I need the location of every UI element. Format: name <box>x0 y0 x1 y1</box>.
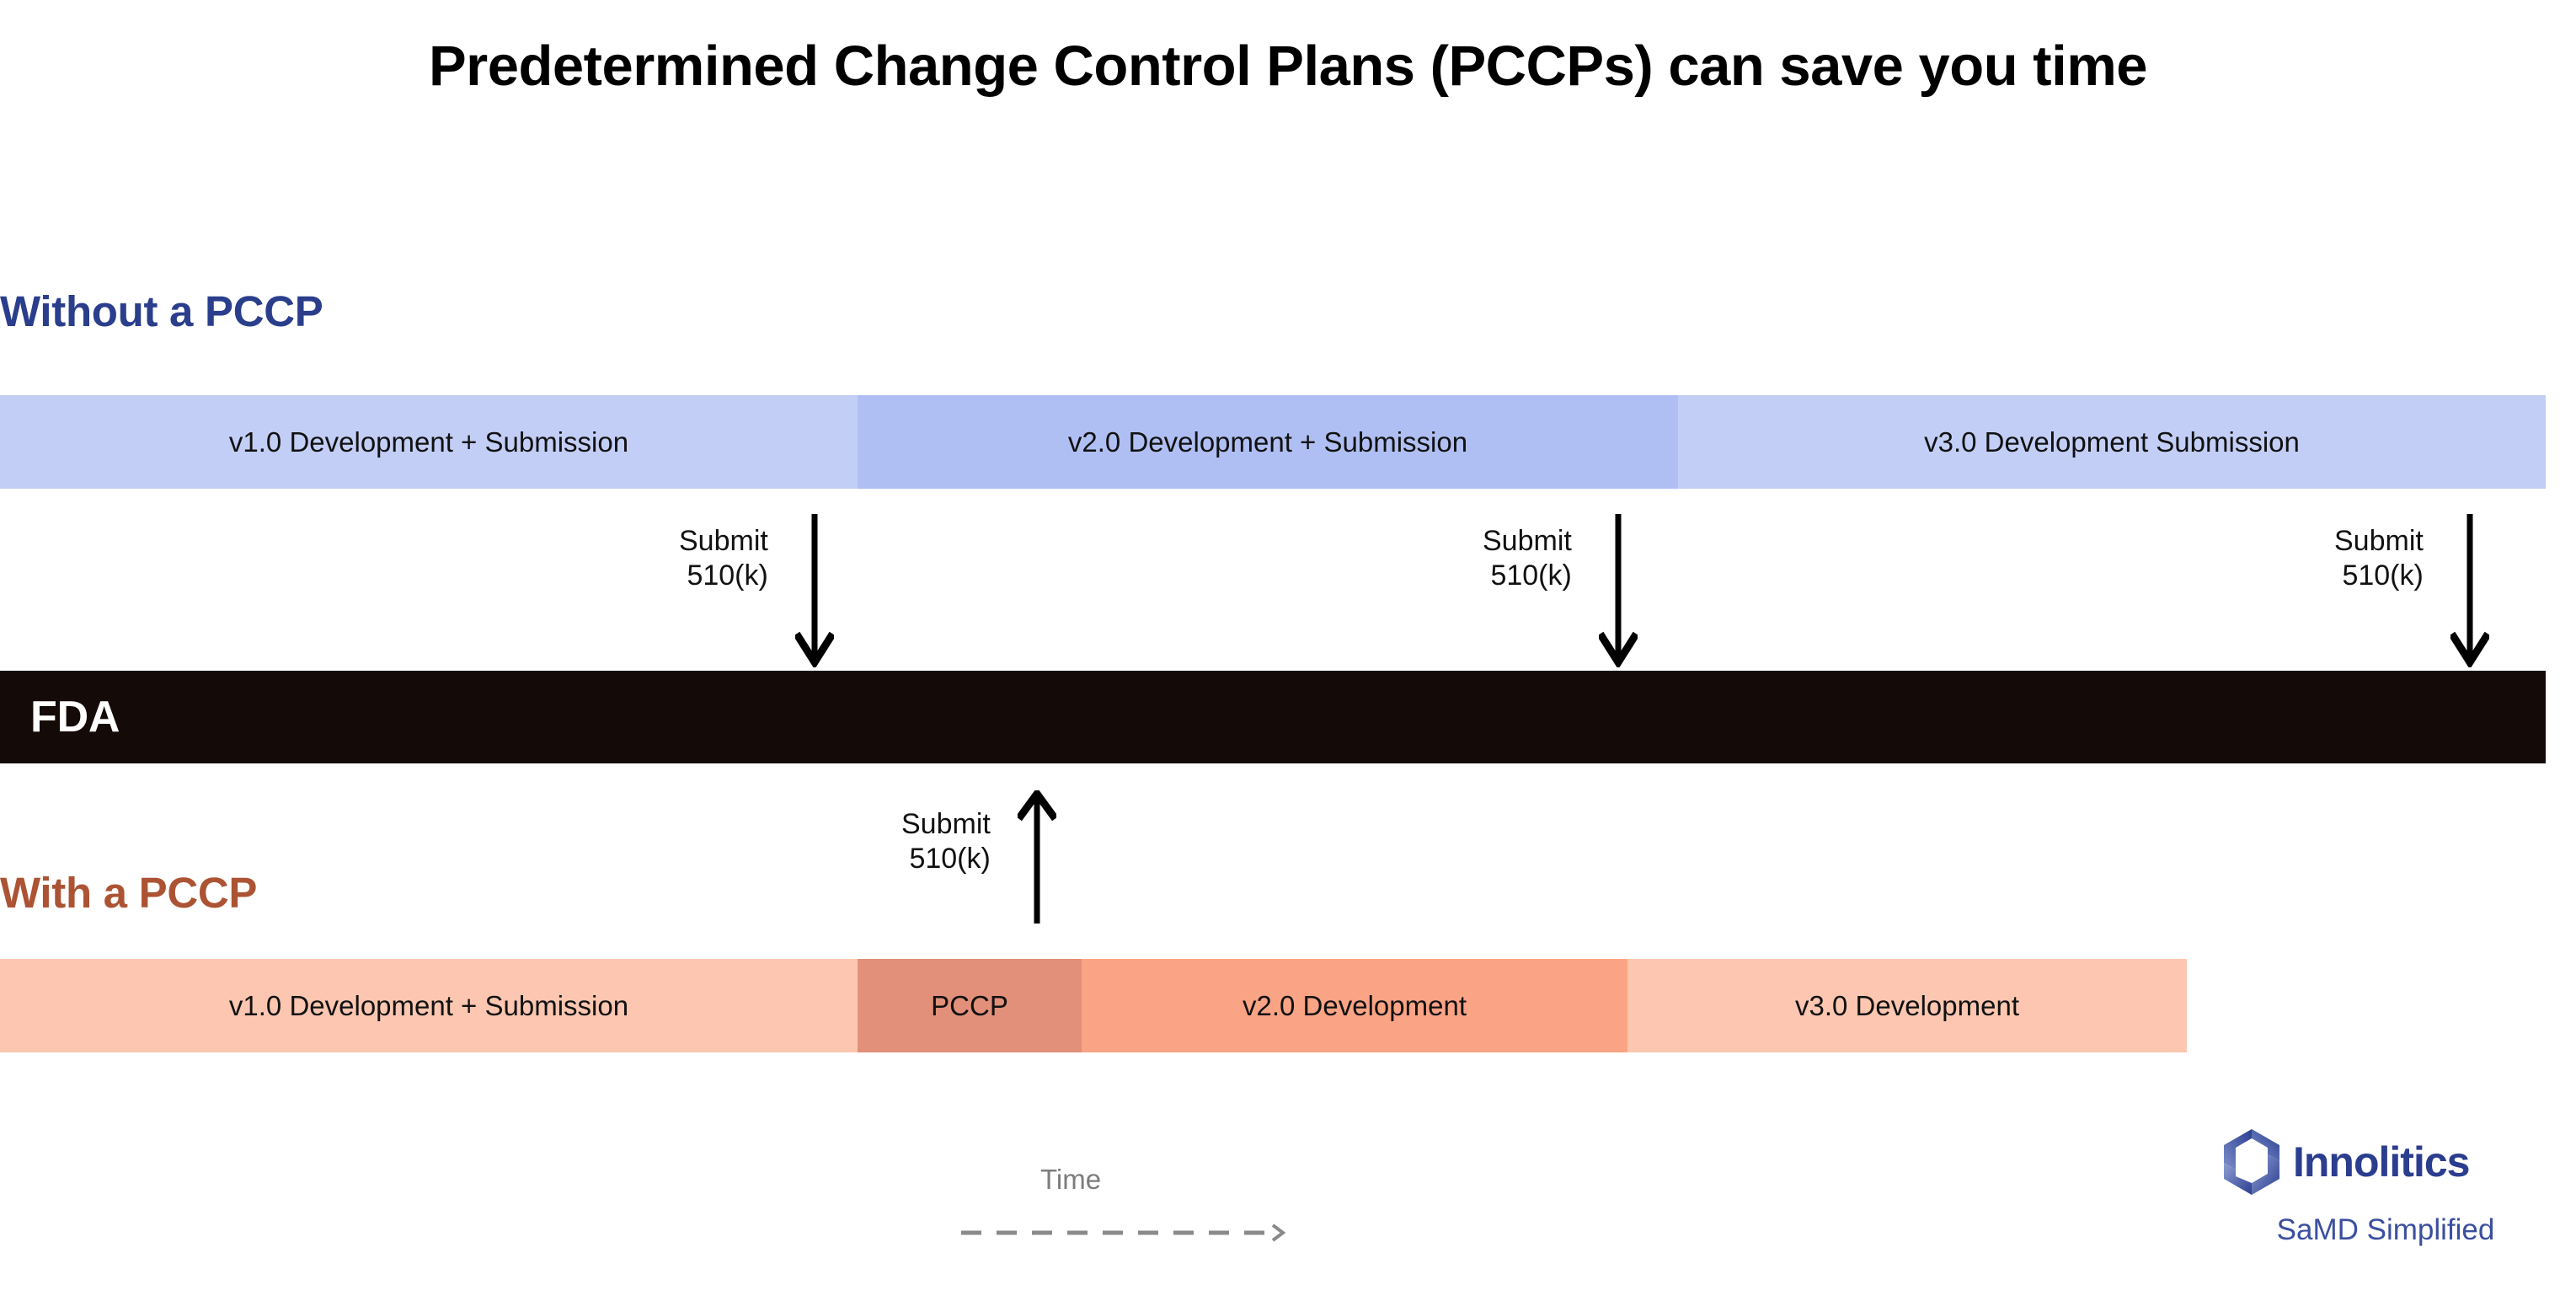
arrow-up-icon <box>1017 790 1056 924</box>
submission-label-line1: Submit <box>2334 525 2424 557</box>
submission-marker: Submit 510(k) <box>1483 514 1638 667</box>
arrow-down-icon <box>2450 514 2489 667</box>
submission-label: Submit 510(k) <box>1483 514 1572 594</box>
submission-marker-pccp: Submit 510(k) <box>901 790 1056 925</box>
submission-label-line2: 510(k) <box>2342 559 2424 592</box>
timeline-segment: v3.0 Development <box>1627 959 2187 1052</box>
submission-marker: Submit 510(k) <box>2334 514 2489 667</box>
time-axis-label: Time <box>1039 1164 1102 1195</box>
logo-tagline: SaMD Simplified <box>2276 1213 2495 1246</box>
time-axis: Time <box>961 1164 1315 1247</box>
arrow-down-icon <box>794 514 834 667</box>
timeline-segment: v2.0 Development <box>1082 959 1627 1052</box>
submission-label-line1: Submit <box>679 525 768 557</box>
submission-label-line2: 510(k) <box>909 843 991 875</box>
section-heading-with-pccp: With a PCCP <box>0 869 258 917</box>
submission-label-line1: Submit <box>901 808 991 840</box>
timeline-segment: v1.0 Development + Submission <box>0 959 858 1052</box>
timeline-segment: v2.0 Development + Submission <box>858 395 1678 489</box>
page-title: Predetermined Change Control Plans (PCCP… <box>428 35 2148 98</box>
arrow-down-icon <box>1598 514 1638 667</box>
timeline-with-pccp: v1.0 Development + Submission PCCP v2.0 … <box>0 959 2187 1052</box>
dashed-arrow-right-icon <box>961 1223 1286 1242</box>
submission-label-line2: 510(k) <box>687 559 768 592</box>
submission-label-line2: 510(k) <box>1490 559 1572 592</box>
innolitics-logo: Innolitics SaMD Simplified <box>2221 1127 2557 1247</box>
logo-wordmark: Innolitics <box>2293 1138 2470 1186</box>
timeline-segment-pccp: PCCP <box>858 959 1082 1052</box>
timeline-without-pccp: v1.0 Development + Submission v2.0 Devel… <box>0 395 2546 489</box>
fda-bar: FDA <box>0 671 2546 763</box>
section-heading-without-pccp: Without a PCCP <box>0 287 323 335</box>
timeline-segment: v3.0 Development Submission <box>1678 395 2546 489</box>
fda-label: FDA <box>30 693 120 742</box>
submission-label: Submit 510(k) <box>901 790 991 877</box>
submission-label: Submit 510(k) <box>679 514 768 594</box>
logo-row: Innolitics <box>2221 1127 2557 1197</box>
innolitics-hexagon-icon <box>2224 1129 2279 1195</box>
submission-label-line1: Submit <box>1483 525 1572 557</box>
submission-marker: Submit 510(k) <box>679 514 834 667</box>
timeline-segment: v1.0 Development + Submission <box>0 395 858 489</box>
submission-label: Submit 510(k) <box>2334 514 2424 594</box>
